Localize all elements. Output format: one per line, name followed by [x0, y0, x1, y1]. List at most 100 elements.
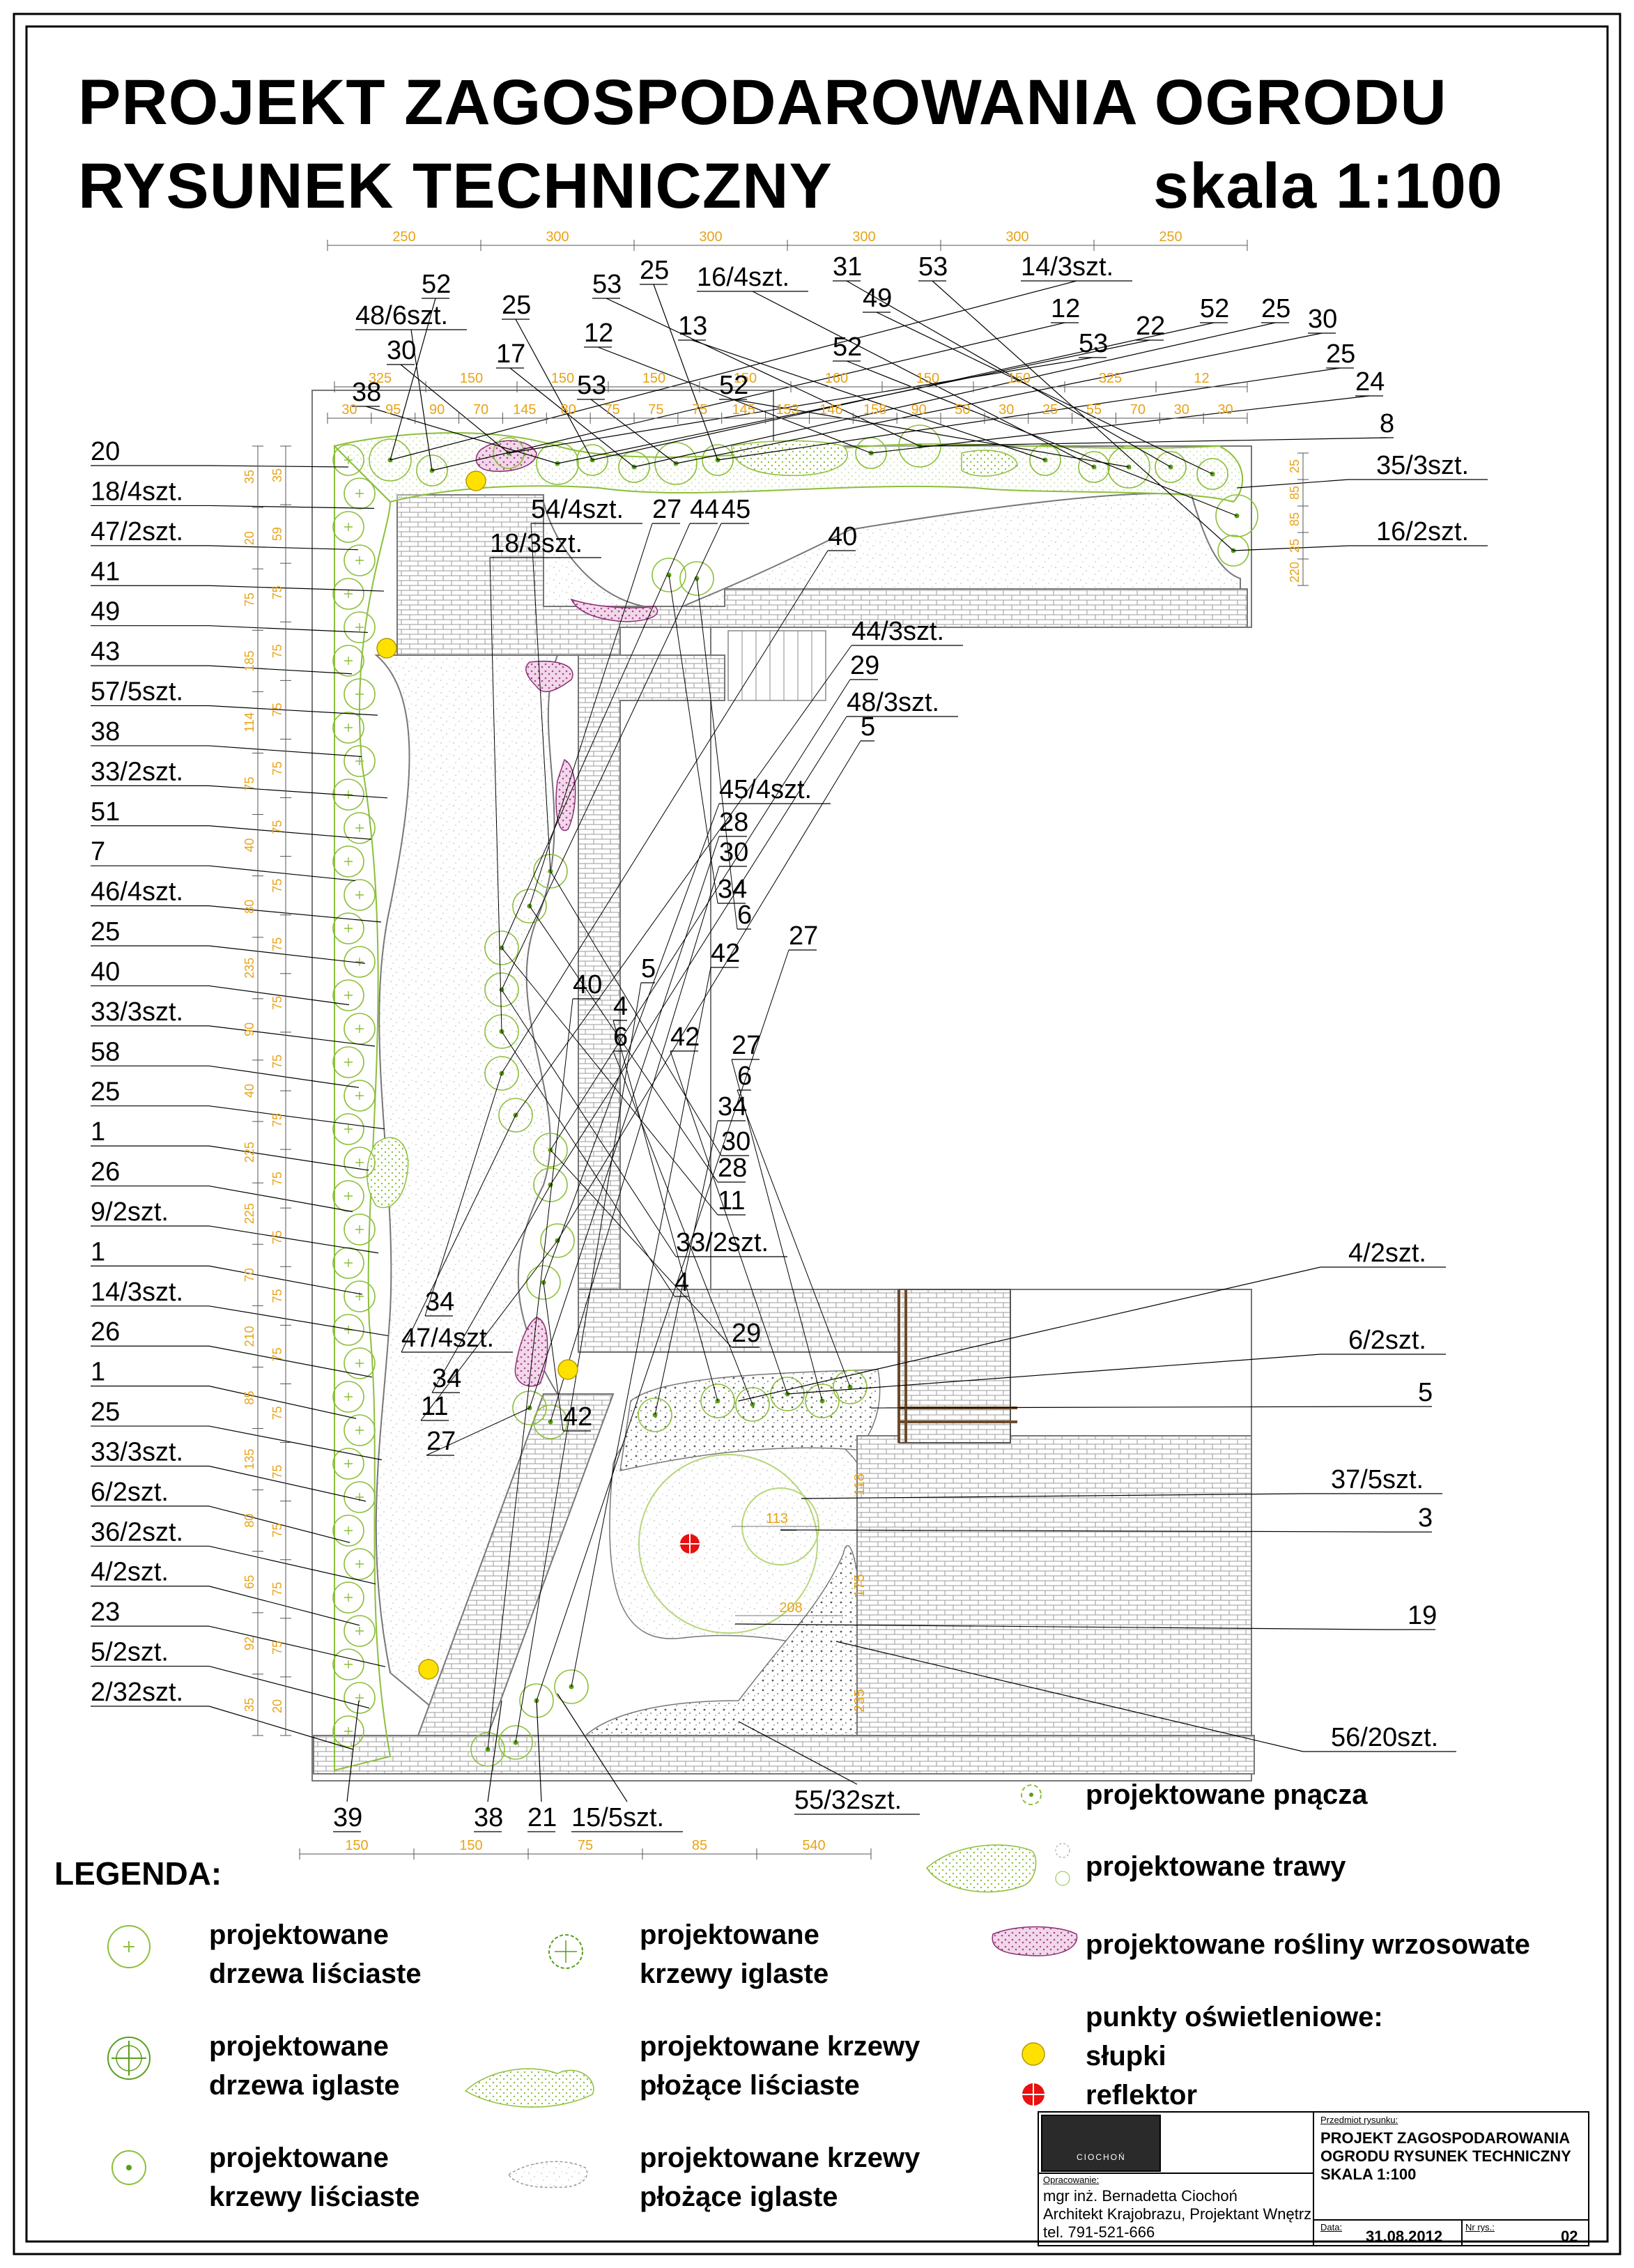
dimension-value: 220 [1288, 562, 1302, 583]
plant-label-left: 43 [91, 637, 120, 666]
plant-label-top: 53 [1079, 329, 1108, 358]
dimension-value: 50 [955, 402, 970, 417]
dimension-value: 25 [1288, 459, 1302, 473]
dimension-value: 90 [242, 1022, 256, 1036]
title-block-author-line2: Architekt Krajobrazu, Projektant Wnętrz [1043, 2205, 1312, 2223]
dimension-value: 30 [1174, 402, 1189, 417]
plant-label-left: 14/3szt. [91, 1278, 183, 1307]
legend-creeping-deciduous-icon [464, 2068, 594, 2108]
plant-label-inner: 30 [719, 838, 748, 867]
plant-symbol [344, 1615, 376, 1647]
light-post-1 [465, 470, 486, 491]
inner-dimension: 113 [766, 1511, 788, 1526]
plant-label-left: 36/2szt. [91, 1517, 183, 1547]
dimension-value: 59 [270, 527, 284, 541]
plant-label-left: 26 [91, 1317, 120, 1347]
legend-coniferous-shrubs: projektowane krzewy iglaste [640, 1915, 828, 1993]
dimension-value: 80 [242, 900, 256, 914]
dimension-value: 225 [242, 1142, 256, 1163]
legend-coniferous-trees: projektowane drzewa iglaste [209, 2027, 399, 2105]
plant-label-top: 52 [422, 270, 451, 299]
plant-symbol [344, 1013, 376, 1045]
plant-label-inner: 45/4szt. [719, 775, 812, 804]
plant-label-bottom: 39 [333, 1803, 362, 1832]
plant-label-inner: 45 [721, 495, 750, 524]
plant-label-left: 4/2szt. [91, 1558, 169, 1587]
dimension-value: 75 [270, 1465, 284, 1479]
plant-label-top: 25 [640, 256, 669, 285]
pergola-beam [897, 1289, 1017, 1443]
plant-label-left: 6/2szt. [91, 1478, 169, 1507]
plant-label-left: 33/2szt. [91, 757, 183, 786]
plant-label-left: 25 [91, 1397, 120, 1427]
plant-symbol [344, 544, 376, 576]
plant-label-left: 47/2szt. [91, 517, 183, 546]
plant-label-left: 58 [91, 1037, 120, 1066]
plant-symbol [332, 1648, 364, 1680]
dimension-value: 12 [1194, 371, 1209, 386]
plant-label-left: 5/2szt. [91, 1638, 169, 1667]
title-block-subject-label: Przedmiot rysunku: [1320, 2115, 1398, 2125]
dimension-value: 75 [242, 777, 256, 791]
legend-deciduous-shrubs: projektowane krzewy liściaste [209, 2138, 419, 2216]
dimension-value: 75 [270, 1113, 284, 1127]
plant-label-inner: 29 [850, 651, 879, 680]
plant-label-right: 16/2szt. [1376, 517, 1469, 546]
dimension-value: 300 [852, 229, 875, 245]
plant-symbol [332, 1314, 364, 1346]
dimension-value: 250 [1159, 229, 1182, 245]
legend-light-post-icon [1022, 2042, 1045, 2066]
dimension-value: 150 [734, 371, 757, 386]
dimension-value: 65 [242, 1575, 256, 1589]
dimension-value: 80 [561, 402, 576, 417]
dimension-value: 30 [1217, 402, 1233, 417]
dimension-value: 75 [648, 402, 663, 417]
plant-label-inner: 33/2szt. [676, 1228, 769, 1257]
plant-symbol [332, 712, 364, 744]
dimension-value: 325 [369, 371, 392, 386]
plant-label-inner: 54/4szt. [531, 495, 624, 524]
plant-label-left: 1 [91, 1237, 105, 1266]
stairs-steps [741, 631, 812, 700]
dimension-value: 92 [242, 1637, 256, 1650]
legend-grasses: projektowane trawy [1086, 1851, 1346, 1882]
leader-lines [91, 280, 1488, 1832]
dimension-value: 225 [242, 1203, 256, 1224]
dimension-value: 40 [242, 1084, 256, 1098]
plant-symbol [332, 979, 364, 1011]
dimension-value: 20 [270, 1699, 284, 1713]
outer-border [13, 13, 1621, 2255]
dimension-value: 114 [242, 712, 256, 733]
scale-label: skala 1:100 [1153, 151, 1504, 222]
plant-label-top: 14/3szt. [1021, 252, 1113, 282]
plant-label-bottom: 21 [527, 1803, 557, 1832]
legend-deciduous-shrub-icon [111, 2150, 146, 2185]
plant-symbol [344, 812, 376, 844]
plant-label-inner: 42 [670, 1022, 700, 1052]
dimension-chain-left-2: 3559757575757575757575757575757575757575… [270, 445, 291, 1736]
plant-label-top: 25 [502, 291, 531, 320]
plant-label-left: 25 [91, 917, 120, 947]
plant-symbol [344, 1213, 376, 1246]
plant-label-inner: 34 [425, 1287, 454, 1317]
plant-label-left: 20 [91, 437, 120, 466]
plant-label-left: 41 [91, 557, 120, 586]
plant-label-top: 12 [584, 319, 613, 348]
legend-climbers: projektowane pnącza [1086, 1779, 1368, 1810]
plant-label-inner: 30 [721, 1127, 750, 1156]
plant-label-top: 22 [1136, 312, 1165, 341]
legend-deciduous-trees-line2: drzewa liściaste [209, 1959, 422, 1989]
plant-label-top: 48/6szt. [355, 301, 448, 330]
plant-label-bottom: 38 [474, 1803, 503, 1832]
plant-label-top: 38 [352, 378, 381, 407]
plant-label-left: 2/32szt. [91, 1678, 183, 1707]
title-line-1: PROJEKT ZAGOSPODAROWANIA OGRODU [78, 67, 1447, 138]
plant-label-inner: 29 [732, 1319, 761, 1348]
dimension-value: 160 [825, 371, 848, 386]
title-block-subject-line3: SKALA 1:100 [1320, 2166, 1417, 2183]
title-block-subject-line2: OGRODU RYSUNEK TECHNICZNY [1320, 2147, 1571, 2165]
